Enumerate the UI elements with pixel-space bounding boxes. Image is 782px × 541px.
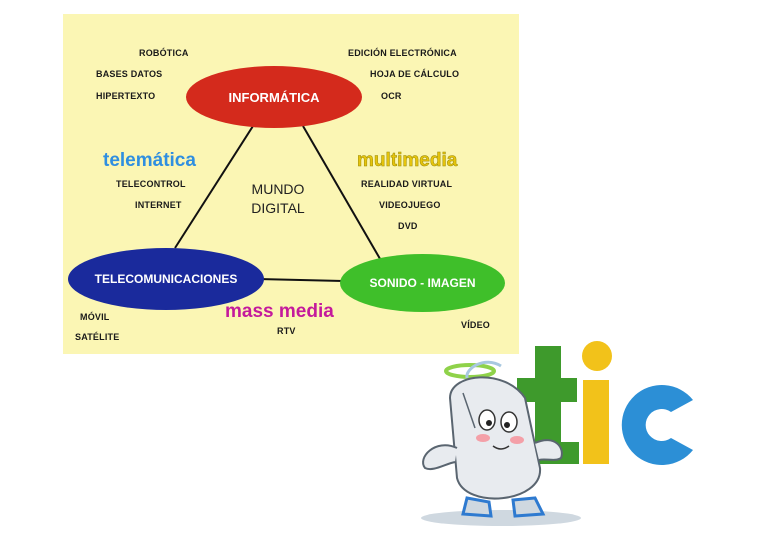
node-informatica: INFORMÁTICA <box>186 66 362 128</box>
label-hipertexto: HIPERTEXTO <box>96 91 156 101</box>
label-realidad-virtual: REALIDAD VIRTUAL <box>361 179 453 189</box>
label-dvd: DVD <box>398 221 418 231</box>
label-internet: INTERNET <box>135 200 182 210</box>
line-informatica-sonido <box>302 125 384 265</box>
node-telecomunicaciones: TELECOMUNICACIONES <box>68 248 264 310</box>
node-telecomunicaciones-label: TELECOMUNICACIONES <box>94 272 238 286</box>
label-hoja-calculo: HOJA DE CÁLCULO <box>370 69 460 79</box>
category-multimedia: multimedia <box>357 150 458 172</box>
node-informatica-label: INFORMÁTICA <box>228 89 320 105</box>
tic-logo <box>421 341 693 526</box>
connector-lines <box>174 125 384 282</box>
line-informatica-telecom <box>174 125 254 249</box>
center-line-2: DIGITAL <box>251 200 305 216</box>
computer-mouse-mascot-with-halo-icon <box>421 360 581 526</box>
tic-diagram: ROBÓTICA BASES DATOS HIPERTEXTO EDICIÓN … <box>63 14 519 354</box>
line-telecom-sonido <box>257 278 344 282</box>
center-line-1: MUNDO <box>251 181 305 197</box>
category-telematica: telemática <box>103 150 196 171</box>
label-video: VÍDEO <box>461 320 491 330</box>
label-ocr: OCR <box>381 91 402 101</box>
label-robotica: ROBÓTICA <box>139 48 189 58</box>
label-rtv: RTV <box>277 326 296 336</box>
label-bases-datos: BASES DATOS <box>96 69 163 79</box>
label-videojuego: VIDEOJUEGO <box>379 200 441 210</box>
label-edicion-electronica: EDICIÓN ELECTRÓNICA <box>348 48 457 58</box>
label-movil: MÓVIL <box>80 312 110 322</box>
node-sonido-imagen: SONIDO - IMAGEN <box>340 254 505 312</box>
node-sonido-imagen-label: SONIDO - IMAGEN <box>369 276 476 290</box>
label-satelite: SATÉLITE <box>75 332 120 342</box>
center-label: MUNDO DIGITAL <box>238 180 318 218</box>
label-telecontrol: TELECONTROL <box>116 179 186 189</box>
category-mass-media: mass media <box>225 301 334 322</box>
